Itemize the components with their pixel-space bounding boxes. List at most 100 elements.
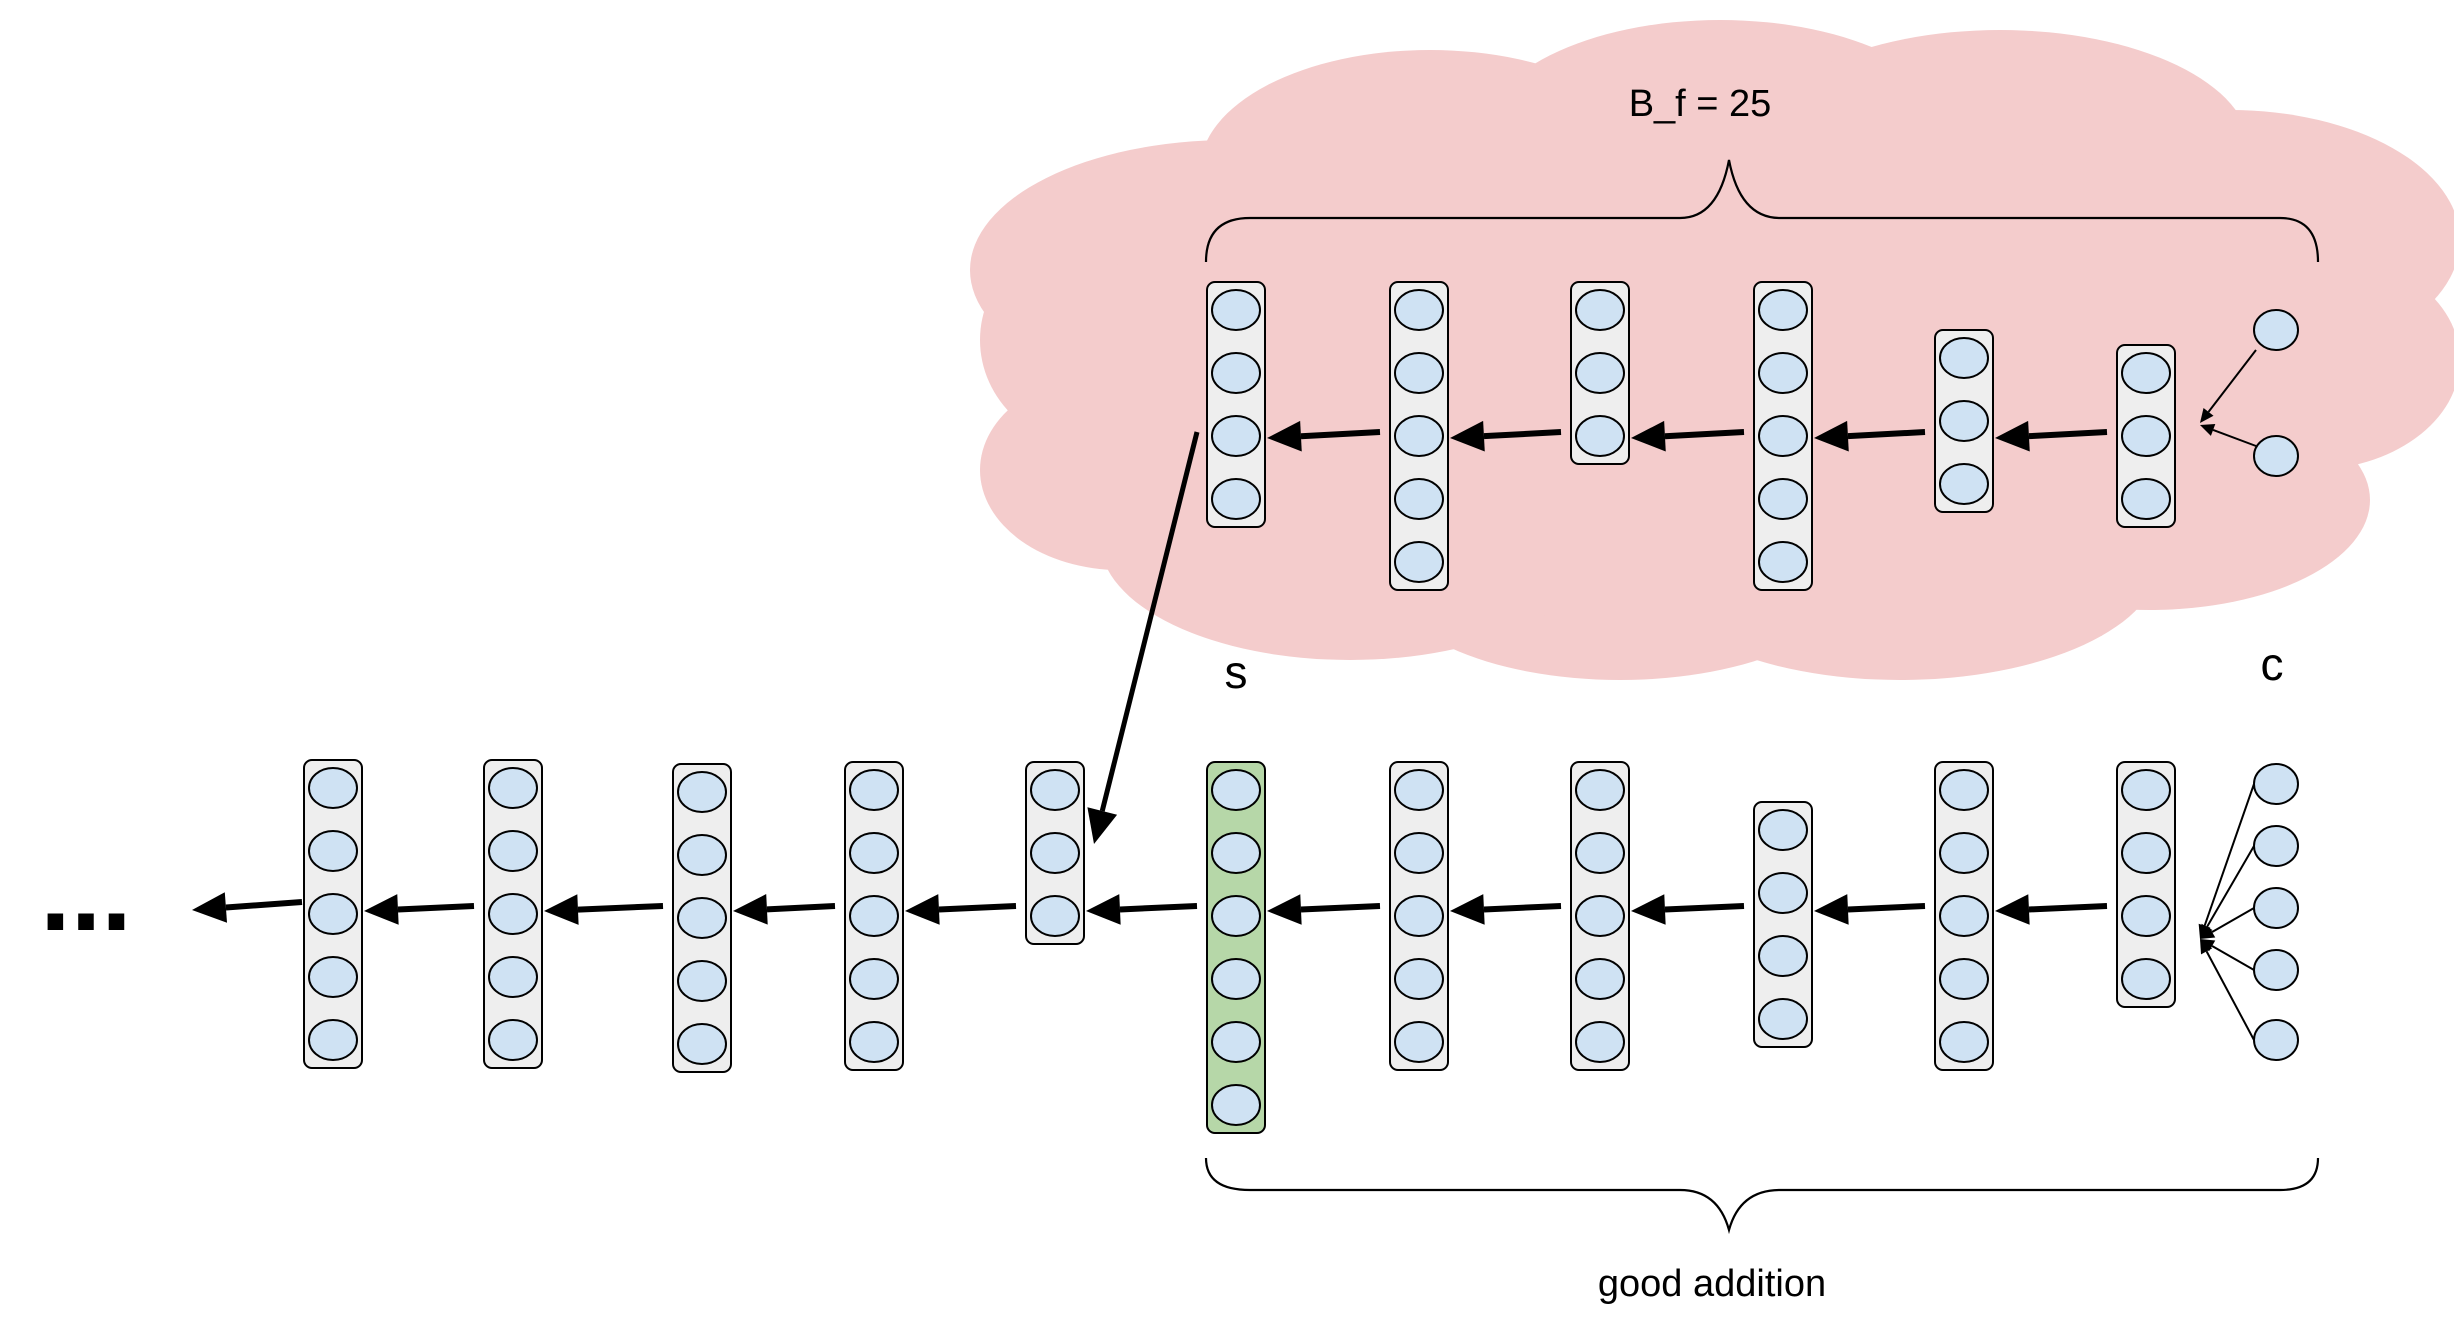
input-arrow bbox=[2203, 783, 2255, 927]
neuron bbox=[1211, 289, 1261, 331]
top-arrow bbox=[1847, 429, 1926, 440]
neuron bbox=[2121, 769, 2171, 811]
neuron bbox=[1030, 895, 1080, 937]
neuron bbox=[1030, 769, 1080, 811]
top-layer-2 bbox=[1389, 281, 1449, 591]
top-arrow bbox=[1300, 429, 1381, 440]
neuron bbox=[488, 893, 538, 935]
input-arrow-head bbox=[2200, 939, 2213, 955]
top-layer-1-box bbox=[1206, 281, 1266, 528]
input-arrow bbox=[2211, 945, 2255, 971]
top-layer-3 bbox=[1570, 281, 1630, 465]
bottom-layer-8 bbox=[1570, 761, 1630, 1071]
neuron bbox=[1394, 769, 1444, 811]
bottom-arrow-head bbox=[1631, 894, 1666, 925]
input-arrow bbox=[2212, 428, 2257, 447]
neuron bbox=[1939, 895, 1989, 937]
neuron bbox=[1575, 289, 1625, 331]
top-arrow-head bbox=[1267, 420, 1302, 452]
neuron bbox=[1758, 809, 1808, 851]
input-neuron bbox=[2253, 309, 2299, 351]
budget-label: B_f = 25 bbox=[1629, 83, 1772, 125]
neuron bbox=[1211, 1084, 1261, 1126]
neuron bbox=[1211, 769, 1261, 811]
neuron bbox=[1939, 463, 1989, 505]
bottom-layer-9 bbox=[1753, 801, 1813, 1048]
bottom-brace bbox=[1204, 1157, 2320, 1235]
bottom-arrow-head bbox=[544, 894, 579, 925]
neuron bbox=[1211, 415, 1261, 457]
input-neuron bbox=[2253, 1019, 2299, 1061]
bottom-layer-4 bbox=[844, 761, 904, 1071]
bottom-caption: good addition bbox=[1598, 1263, 1826, 1305]
neuron bbox=[2121, 478, 2171, 520]
neuron bbox=[1211, 1021, 1261, 1063]
ellipsis: ... bbox=[40, 831, 132, 954]
bottom-layer-10 bbox=[1934, 761, 1994, 1071]
bottom-layer-11-box bbox=[2116, 761, 2176, 1008]
bottom-arrow bbox=[577, 903, 664, 913]
input-arrow-head bbox=[2200, 408, 2214, 423]
neuron bbox=[2121, 895, 2171, 937]
bottom-layer-9-box bbox=[1753, 801, 1813, 1048]
input-arrow bbox=[2205, 950, 2255, 1041]
neuron bbox=[849, 769, 899, 811]
bottom-layer-1 bbox=[303, 759, 363, 1069]
neuron bbox=[1758, 541, 1808, 583]
neuron bbox=[1939, 769, 1989, 811]
neuron bbox=[1758, 352, 1808, 394]
bottom-layer-11 bbox=[2116, 761, 2176, 1008]
neuron bbox=[308, 893, 358, 935]
bottom-arrow-head bbox=[905, 894, 940, 925]
neuron bbox=[1394, 289, 1444, 331]
neuron bbox=[1575, 415, 1625, 457]
bottom-arrow-head bbox=[733, 894, 768, 925]
bottom-arrow bbox=[1847, 903, 1926, 913]
bottom-arrow bbox=[2028, 903, 2108, 913]
input-nodes bbox=[2253, 309, 2299, 1061]
top-layer-5 bbox=[1934, 329, 1994, 513]
neuron bbox=[308, 1019, 358, 1061]
top-arrow bbox=[2028, 429, 2108, 440]
top-arrow-head bbox=[1450, 420, 1485, 452]
neuron bbox=[1939, 958, 1989, 1000]
neuron bbox=[849, 1021, 899, 1063]
neuron bbox=[1758, 289, 1808, 331]
s-label: s bbox=[1225, 646, 1248, 698]
neuron bbox=[1211, 958, 1261, 1000]
top-arrow-head bbox=[1631, 420, 1666, 452]
top-layer-1 bbox=[1206, 281, 1266, 528]
neuron bbox=[2121, 352, 2171, 394]
neuron bbox=[488, 830, 538, 872]
input-arrow-head bbox=[2200, 424, 2216, 436]
bottom-arrow-out-head bbox=[192, 892, 228, 923]
neuron bbox=[849, 832, 899, 874]
neuron bbox=[488, 1019, 538, 1061]
neuron bbox=[488, 956, 538, 998]
neuron bbox=[1758, 935, 1808, 977]
input-arrow bbox=[2211, 907, 2255, 933]
bottom-arrow-head bbox=[1086, 894, 1121, 925]
neuron bbox=[1575, 1021, 1625, 1063]
neuron bbox=[849, 958, 899, 1000]
bottom-layer-2 bbox=[483, 759, 543, 1069]
neuron bbox=[1394, 352, 1444, 394]
bottom-layer-5 bbox=[1025, 761, 1085, 945]
bottom-arrow-head bbox=[364, 894, 399, 925]
neuron bbox=[1575, 769, 1625, 811]
neuron bbox=[1939, 832, 1989, 874]
bottom-arrow-head bbox=[1450, 894, 1485, 925]
bottom-layer-7 bbox=[1389, 761, 1449, 1071]
top-arrow bbox=[1664, 429, 1745, 440]
neuron bbox=[488, 767, 538, 809]
neuron bbox=[2121, 832, 2171, 874]
top-brace bbox=[1204, 159, 2320, 263]
bottom-arrow bbox=[1664, 903, 1745, 913]
neuron bbox=[677, 897, 727, 939]
top-arrow-head bbox=[1995, 420, 2030, 452]
input-neuron bbox=[2253, 887, 2299, 929]
neuron bbox=[1939, 337, 1989, 379]
neuron bbox=[1575, 958, 1625, 1000]
bottom-arrow-head bbox=[1814, 894, 1849, 925]
